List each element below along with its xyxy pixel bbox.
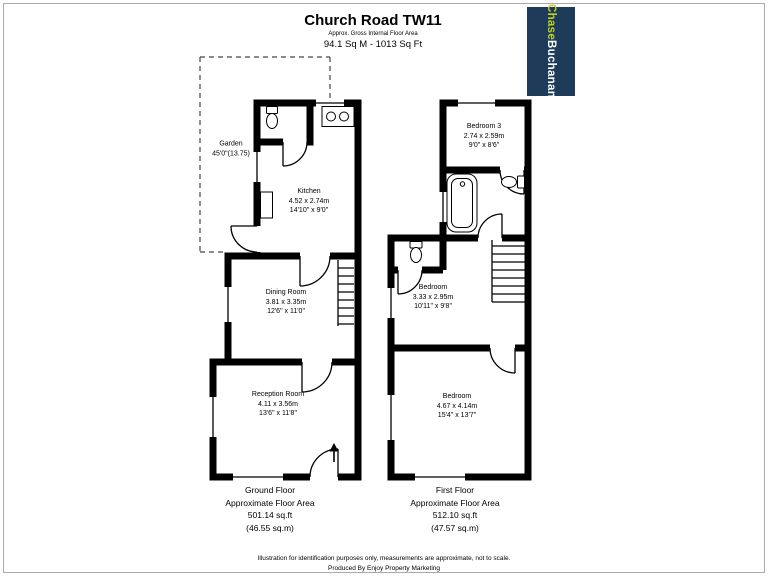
doors xyxy=(230,141,339,478)
room-size-imperial: 14'10" x 9'0" xyxy=(289,206,329,214)
room-size-metric: 3.33 x 2.95m xyxy=(412,293,454,301)
room-name: Garden xyxy=(219,140,243,148)
room-label-bedroom-mid: Bedroom 3.33 x 2.95m 10'11" x 9'8" xyxy=(413,283,453,312)
caption-area-label: Approximate Floor Area xyxy=(410,497,500,508)
page-title: Church Road TW11 xyxy=(304,12,442,29)
caption-floor-name: First Floor xyxy=(435,485,475,495)
windows xyxy=(212,102,344,478)
logo: ChaseBuchanan xyxy=(527,4,575,99)
logo-brand-part1: Chase xyxy=(545,4,557,41)
room-name: Bedroom xyxy=(442,392,472,400)
room-name: Bedroom xyxy=(418,283,448,291)
kitchen-sink-icon xyxy=(321,106,355,127)
garden-boundary xyxy=(199,56,331,253)
room-label-dining: Dining Room 3.81 x 3.35m 12'6" x 11'0" xyxy=(266,288,306,317)
ground-floor-plan xyxy=(199,56,362,481)
caption-area-sqft: 512.10 sq.ft xyxy=(432,510,478,520)
room-name: Bedroom 3 xyxy=(466,122,502,130)
room-size-metric: 3.81 x 3.35m xyxy=(265,298,307,306)
caption-area-sqm: (47.57 sq.m) xyxy=(431,522,479,533)
room-size-metric: 2.74 x 2.59m xyxy=(463,132,505,140)
wc-toilet-icon xyxy=(409,241,423,263)
room-size-imperial: 12'6" x 11'0" xyxy=(267,307,305,315)
room-name: Kitchen xyxy=(297,187,321,195)
windows xyxy=(390,102,495,478)
total-area: 94.1 Sq M - 1013 Sq Ft xyxy=(323,39,423,50)
room-size-imperial: 10'11" x 9'8" xyxy=(414,302,452,310)
room-label-bedroom3: Bedroom 3 2.74 x 2.59m 9'0" x 8'6" xyxy=(464,122,504,151)
logo-brand-part2: Buchanan xyxy=(545,40,557,99)
walls xyxy=(209,99,362,481)
room-size-metric: 4.67 x 4.14m xyxy=(436,402,478,410)
first-floor-caption: First Floor Approximate Floor Area 512.1… xyxy=(380,484,530,534)
room-label-bedroom-main: Bedroom 4.67 x 4.14m 15'4" x 13'7" xyxy=(437,392,477,421)
room-name: Reception Room xyxy=(251,390,305,398)
caption-area-label: Approximate Floor Area xyxy=(225,497,315,508)
entrance-arrow-icon xyxy=(329,443,339,462)
kitchen-door-arc xyxy=(299,255,331,287)
caption-area-sqft: 501.14 sq.ft xyxy=(247,510,293,520)
wc-door-arc xyxy=(282,141,308,167)
room-size: 45'0"(13.75) xyxy=(212,150,250,157)
room-label-kitchen: Kitchen 4.52 x 2.74m 14'10" x 9'0" xyxy=(289,187,329,216)
logo-text: ChaseBuchanan xyxy=(545,4,557,98)
page-subtitle: Approx. Gross Internal Floor Area xyxy=(328,31,418,37)
first-floor-plan xyxy=(387,99,532,481)
room-size-metric: 4.11 x 3.56m xyxy=(258,400,298,408)
room-name: Dining Room xyxy=(265,288,307,296)
room-size-metric: 4.52 x 2.74m xyxy=(288,197,330,205)
room-size-imperial: 9'0" x 8'6" xyxy=(468,141,500,149)
page-border xyxy=(3,3,765,573)
stairs xyxy=(337,260,354,326)
garden-door-arc xyxy=(230,225,258,253)
room-label-garden: Garden 45'0"(13.75) xyxy=(212,140,250,159)
room-size-imperial: 13'6" x 11'8" xyxy=(259,409,297,417)
bathroom-toilet-icon xyxy=(501,175,525,189)
bathtub-icon xyxy=(446,173,478,233)
stairs xyxy=(491,240,525,303)
caption-floor-name: Ground Floor xyxy=(244,485,296,495)
kitchen-counter-icon xyxy=(260,191,273,219)
bathroom-door-arc xyxy=(477,213,503,239)
dining-door-arc xyxy=(301,361,333,393)
bedroom-door-arc xyxy=(489,347,516,374)
walls xyxy=(387,99,532,481)
caption-area-sqm: (46.55 sq.m) xyxy=(246,522,294,533)
producer-text: Produced By Enjoy Property Marketing xyxy=(328,565,440,572)
wc-door-arc xyxy=(397,269,423,295)
room-label-reception: Reception Room 4.11 x 3.56m 13'6" x 11'8… xyxy=(252,390,304,419)
toilet-icon xyxy=(266,106,278,129)
ground-floor-caption: Ground Floor Approximate Floor Area 501.… xyxy=(195,484,345,534)
room-size-imperial: 15'4" x 13'7" xyxy=(437,411,477,419)
disclaimer-text: Illustration for identification purposes… xyxy=(257,555,511,562)
